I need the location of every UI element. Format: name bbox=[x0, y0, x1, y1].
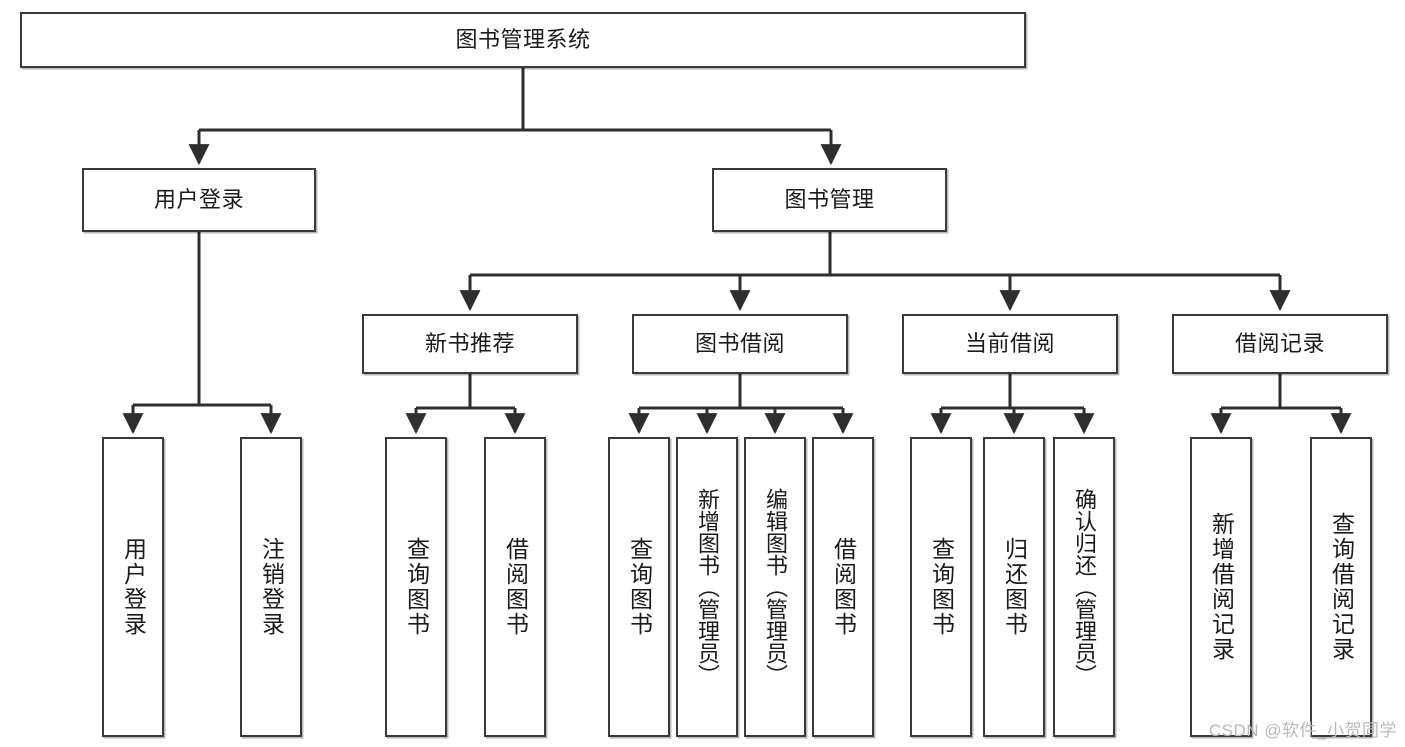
edge-group bbox=[122, 68, 1352, 435]
node-label: 新书推荐 bbox=[424, 331, 515, 357]
node-label: 查询图书 bbox=[928, 537, 955, 637]
node-leaf-query-record[interactable]: 查询借阅记录 bbox=[1310, 437, 1372, 737]
node-label: 编辑图书（管理员） bbox=[763, 488, 788, 686]
node-leaf-borrow-book-2[interactable]: 借阅图书 bbox=[812, 437, 874, 737]
node-leaf-borrow-book-1[interactable]: 借阅图书 bbox=[484, 437, 546, 737]
node-leaf-return-book[interactable]: 归还图书 bbox=[983, 437, 1045, 737]
node-user-login[interactable]: 用户登录 bbox=[82, 168, 316, 232]
node-label: 图书借阅 bbox=[694, 331, 785, 357]
node-label: 图书管理 bbox=[784, 187, 875, 213]
node-borrow-record[interactable]: 借阅记录 bbox=[1172, 314, 1388, 374]
node-label: 归还图书 bbox=[1001, 537, 1028, 637]
node-leaf-query-book-2[interactable]: 查询图书 bbox=[608, 437, 670, 737]
node-current-borrow[interactable]: 当前借阅 bbox=[902, 314, 1118, 374]
node-label: 新增借阅记录 bbox=[1208, 512, 1235, 662]
node-book-manage[interactable]: 图书管理 bbox=[712, 168, 947, 232]
node-label: 借阅图书 bbox=[502, 537, 529, 637]
node-label: 借阅记录 bbox=[1234, 331, 1325, 357]
node-label: 确认归还（管理员） bbox=[1072, 488, 1097, 686]
node-label: 新增图书（管理员） bbox=[695, 488, 720, 686]
node-leaf-add-book[interactable]: 新增图书（管理员） bbox=[676, 437, 738, 737]
node-label: 图书管理系统 bbox=[455, 27, 591, 53]
watermark-text: CSDN @软件_小贺同学 bbox=[1208, 721, 1397, 740]
node-label: 查询借阅记录 bbox=[1328, 512, 1355, 662]
node-leaf-edit-book[interactable]: 编辑图书（管理员） bbox=[744, 437, 806, 737]
node-leaf-query-book-3[interactable]: 查询图书 bbox=[910, 437, 972, 737]
node-label: 注销登录 bbox=[258, 537, 285, 637]
node-leaf-query-book-1[interactable]: 查询图书 bbox=[385, 437, 447, 737]
node-label: 用户登录 bbox=[153, 187, 244, 213]
node-leaf-confirm-return[interactable]: 确认归还（管理员） bbox=[1053, 437, 1115, 737]
node-leaf-add-record[interactable]: 新增借阅记录 bbox=[1190, 437, 1252, 737]
node-label: 查询图书 bbox=[403, 537, 430, 637]
node-label: 用户登录 bbox=[120, 537, 147, 637]
node-new-book-rec[interactable]: 新书推荐 bbox=[362, 314, 578, 374]
node-label: 查询图书 bbox=[626, 537, 653, 637]
node-leaf-user-logout[interactable]: 注销登录 bbox=[240, 437, 302, 737]
node-label: 借阅图书 bbox=[830, 537, 857, 637]
node-label: 当前借阅 bbox=[964, 331, 1055, 357]
node-root[interactable]: 图书管理系统 bbox=[20, 12, 1026, 68]
node-book-borrow[interactable]: 图书借阅 bbox=[632, 314, 848, 374]
node-leaf-user-login[interactable]: 用户登录 bbox=[102, 437, 164, 737]
